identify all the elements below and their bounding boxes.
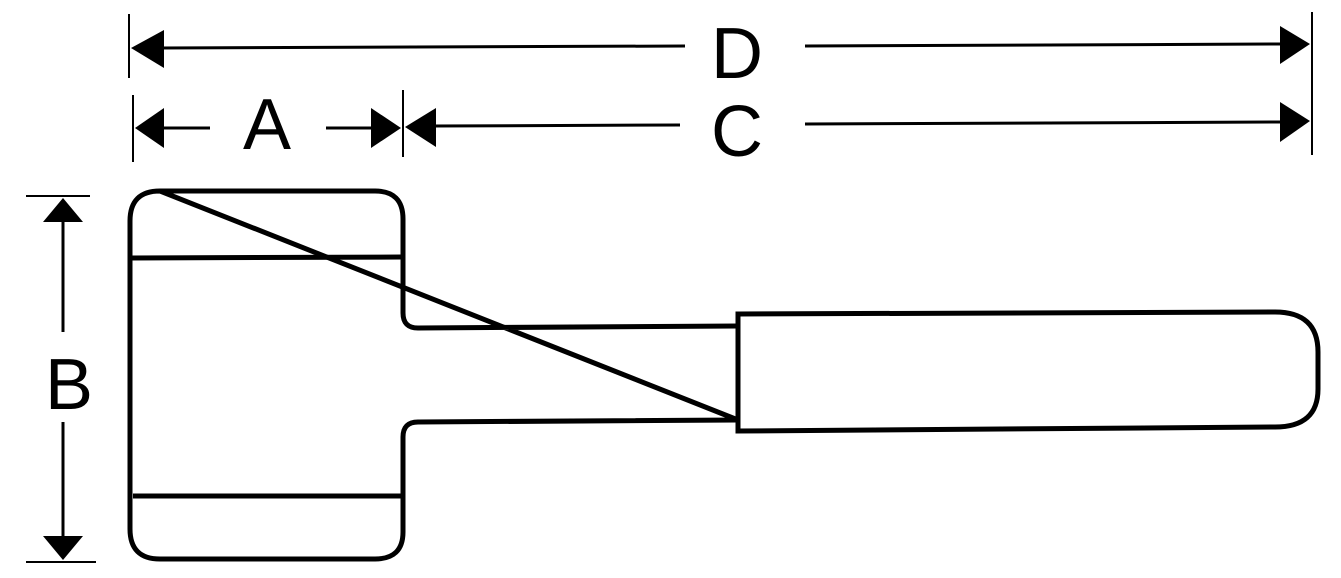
dimension-b: B [26,195,96,563]
dimension-line-left [159,44,686,50]
label-a: A [243,85,291,165]
label-d: D [711,14,763,94]
head-face-band-top [130,254,403,261]
label-c: C [711,92,763,172]
arrowhead-left [405,108,436,147]
label-b: B [45,345,93,425]
dimension-c: C [405,92,1310,172]
arrowhead-right [1280,26,1310,64]
handle-grip [735,309,1321,434]
mallet-drawing [127,188,1321,562]
dimension-a: A [132,85,404,165]
mallet-head-outline [127,188,739,562]
arrowhead-right [1280,102,1310,142]
dimension-d: D [128,12,1313,155]
arrowhead-right [371,108,401,148]
arrowhead-left [131,30,164,68]
arrowhead-left [135,108,164,148]
arrowhead-top [43,198,83,222]
dimension-line-right [804,120,1283,126]
dimension-line-left [431,123,681,128]
dimension-line-right [804,42,1283,48]
arrowhead-bottom [43,536,83,560]
